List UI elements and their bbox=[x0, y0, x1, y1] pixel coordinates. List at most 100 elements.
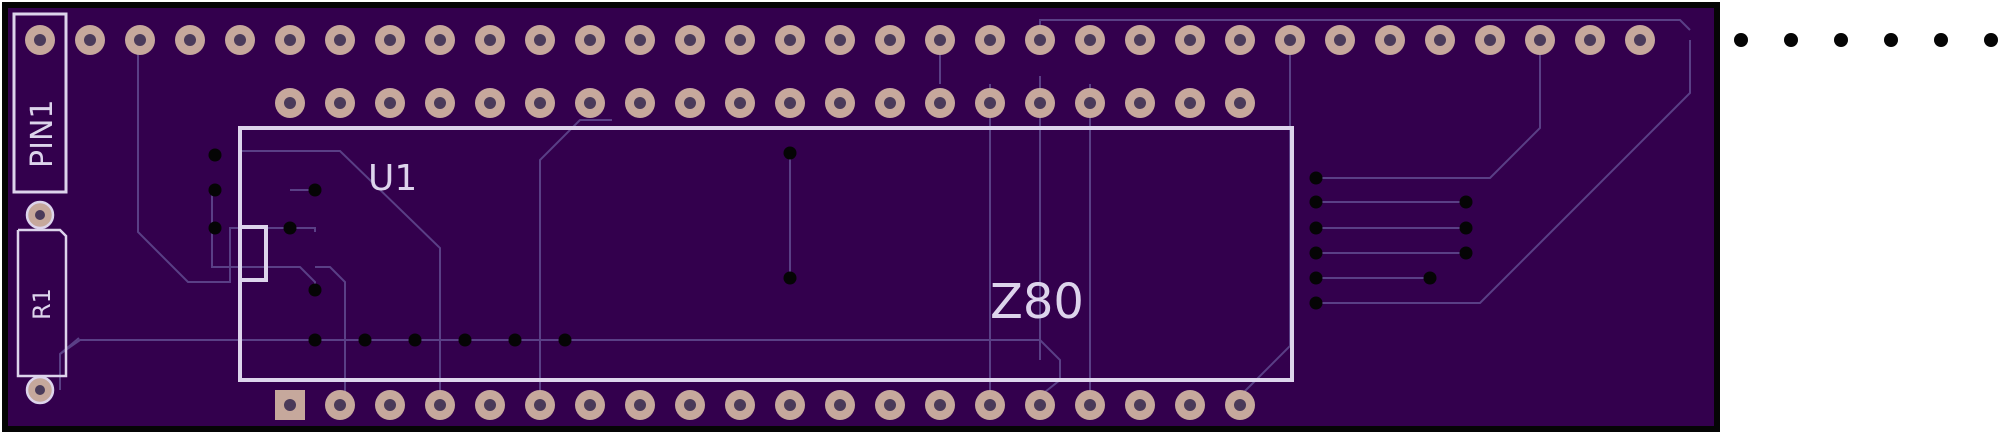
via bbox=[208, 221, 222, 235]
via bbox=[508, 333, 522, 347]
chip-silk-outline bbox=[238, 126, 1294, 382]
header-pad bbox=[625, 88, 655, 118]
header-pad bbox=[475, 25, 505, 55]
header-pad bbox=[925, 25, 955, 55]
chip-pad bbox=[675, 390, 705, 420]
via bbox=[1309, 271, 1323, 285]
header-pad bbox=[275, 88, 305, 118]
header-pad bbox=[1075, 88, 1105, 118]
chip-pad bbox=[1075, 390, 1105, 420]
via bbox=[1423, 271, 1437, 285]
via bbox=[558, 333, 572, 347]
resistor-silk-outline bbox=[16, 228, 68, 378]
dot bbox=[1834, 33, 1848, 47]
header-pad bbox=[375, 88, 405, 118]
dot bbox=[1884, 33, 1898, 47]
via bbox=[408, 333, 422, 347]
header-pad bbox=[775, 88, 805, 118]
header-pad bbox=[1075, 25, 1105, 55]
header-pad bbox=[25, 25, 55, 55]
chip-pin-1-pad bbox=[275, 390, 305, 420]
chip-pad bbox=[475, 390, 505, 420]
chip-pad bbox=[775, 390, 805, 420]
header-pad bbox=[1025, 25, 1055, 55]
header-pad bbox=[175, 25, 205, 55]
via bbox=[283, 221, 297, 235]
header-pad bbox=[275, 25, 305, 55]
chip-pad bbox=[875, 390, 905, 420]
header-pad bbox=[1175, 25, 1205, 55]
chip-pad bbox=[1025, 390, 1055, 420]
header-pad bbox=[1525, 25, 1555, 55]
resistor-label: R1 bbox=[28, 288, 56, 320]
pin1-silk-box bbox=[12, 12, 68, 194]
pin1-label: PIN1 bbox=[25, 100, 60, 168]
header-pad bbox=[1275, 25, 1305, 55]
via bbox=[308, 183, 322, 197]
header-pad bbox=[675, 25, 705, 55]
header-pad bbox=[75, 25, 105, 55]
via bbox=[783, 271, 797, 285]
header-pad bbox=[1225, 88, 1255, 118]
header-pad bbox=[725, 25, 755, 55]
header-pad bbox=[1175, 88, 1205, 118]
via bbox=[1459, 195, 1473, 209]
board-substrate bbox=[2, 2, 1720, 432]
via bbox=[1459, 221, 1473, 235]
header-pad bbox=[475, 88, 505, 118]
ellipsis-dots-icon bbox=[1734, 33, 1998, 47]
chip-notch bbox=[240, 225, 268, 282]
via bbox=[1309, 246, 1323, 260]
via bbox=[1309, 195, 1323, 209]
chip-pad bbox=[1175, 390, 1205, 420]
header-pad bbox=[125, 25, 155, 55]
chip-pad bbox=[1125, 390, 1155, 420]
header-pad bbox=[1025, 88, 1055, 118]
header-pad bbox=[1375, 25, 1405, 55]
header-pad bbox=[1125, 88, 1155, 118]
via bbox=[1309, 296, 1323, 310]
header-pad bbox=[925, 88, 955, 118]
header-pad bbox=[825, 25, 855, 55]
header-pad bbox=[775, 25, 805, 55]
chip-pad bbox=[1225, 390, 1255, 420]
via bbox=[208, 183, 222, 197]
header-pad bbox=[875, 25, 905, 55]
header-pad bbox=[1125, 25, 1155, 55]
header-pad bbox=[225, 25, 255, 55]
chip-value-label: Z80 bbox=[990, 274, 1084, 330]
chip-pad bbox=[575, 390, 605, 420]
header-pad bbox=[1425, 25, 1455, 55]
header-pad bbox=[675, 88, 705, 118]
via bbox=[1309, 221, 1323, 235]
chip-pad bbox=[825, 390, 855, 420]
header-pad bbox=[575, 88, 605, 118]
dot bbox=[1984, 33, 1998, 47]
chip-pad bbox=[325, 390, 355, 420]
via bbox=[783, 146, 797, 160]
header-pad bbox=[425, 25, 455, 55]
chip-pin-row-bottom bbox=[275, 390, 1255, 420]
chip-pad bbox=[725, 390, 755, 420]
chip-pad bbox=[625, 390, 655, 420]
header-pad bbox=[975, 88, 1005, 118]
header-pad bbox=[1625, 25, 1655, 55]
chip-ref-label: U1 bbox=[368, 158, 417, 199]
via bbox=[308, 333, 322, 347]
header-pin-row-top bbox=[25, 25, 1655, 55]
header-pad bbox=[825, 88, 855, 118]
header-pad bbox=[525, 25, 555, 55]
via bbox=[1309, 171, 1323, 185]
via bbox=[308, 283, 322, 297]
header-pad bbox=[725, 88, 755, 118]
header-pad bbox=[325, 25, 355, 55]
dot bbox=[1934, 33, 1948, 47]
header-pad bbox=[1225, 25, 1255, 55]
chip-pad bbox=[425, 390, 455, 420]
header-pad bbox=[625, 25, 655, 55]
chip-pad bbox=[375, 390, 405, 420]
via bbox=[358, 333, 372, 347]
header-pad bbox=[525, 88, 555, 118]
header-pad bbox=[425, 88, 455, 118]
